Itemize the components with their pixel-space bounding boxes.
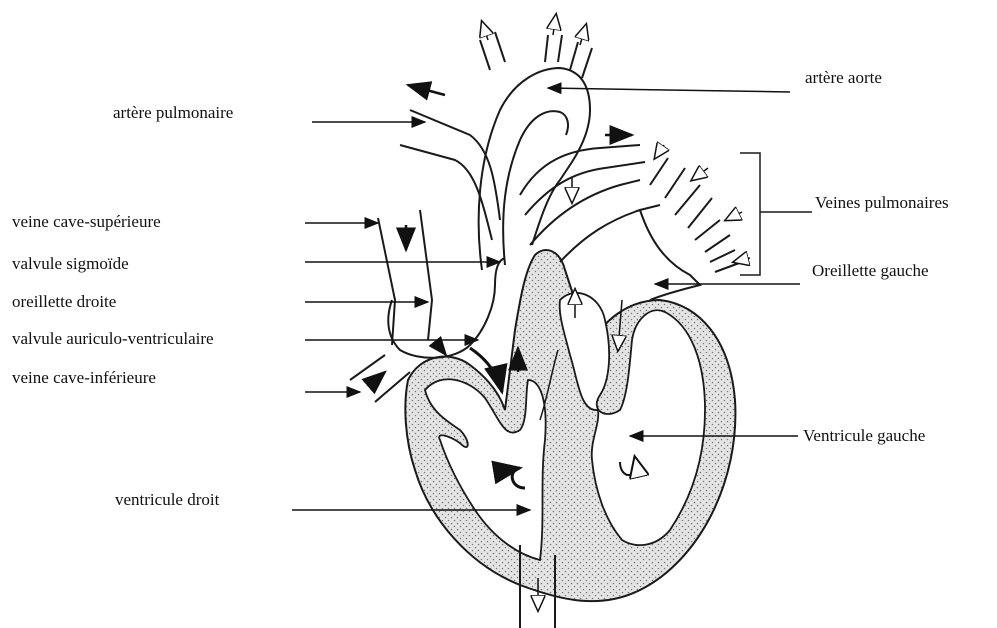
pulmonary-artery-right — [520, 145, 645, 215]
flow-arrow-pv-4 — [734, 258, 750, 262]
right-atrium — [388, 258, 505, 358]
pulmonary-veins-bracket — [740, 153, 812, 275]
flow-arrow-pv-3 — [726, 212, 742, 220]
pulmonary-vein-1 — [650, 158, 685, 198]
flow-arrow-pv-2 — [692, 168, 708, 180]
aortic-branch-1 — [480, 32, 505, 70]
inferior-vena-cava — [350, 355, 410, 402]
flow-arrow-aorta-2 — [553, 15, 556, 35]
flow-arrow-pv-1 — [655, 145, 664, 158]
pulmonary-vein-2 — [675, 185, 712, 228]
flow-arrow-pulmonary — [408, 85, 445, 95]
flow-arrow-ivc — [370, 372, 385, 385]
pulmonary-artery-left — [400, 110, 500, 240]
aortic-branch-2 — [545, 35, 562, 62]
pulmonary-vein-3 — [695, 220, 730, 252]
flow-arrow-aorta-3 — [580, 25, 586, 45]
flow-arrow-av — [438, 345, 446, 355]
flow-arrow-aorta-1 — [482, 22, 488, 40]
aortic-arch-inner — [503, 111, 568, 265]
pointer-artere-aorte — [548, 88, 790, 92]
